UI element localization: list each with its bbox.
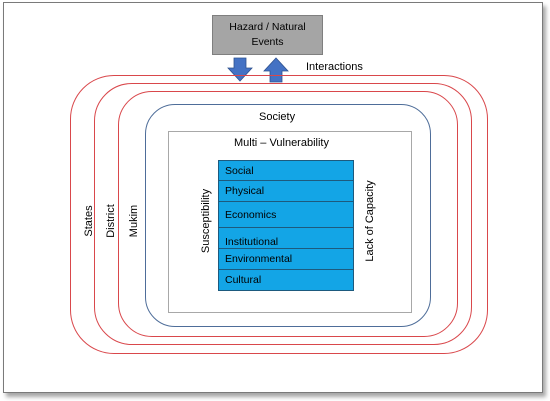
- down-arrow-icon: [227, 57, 253, 82]
- lack-of-capacity-label: Lack of Capacity: [364, 180, 376, 262]
- vulnerability-item-cultural: Cultural: [225, 274, 262, 286]
- society-ring: [145, 104, 431, 327]
- mukim-ring: [118, 91, 458, 337]
- states-ring: [70, 75, 488, 354]
- mukim-label: Mukim: [128, 204, 140, 238]
- multi-vulnerability-label: Multi – Vulnerability: [234, 137, 329, 149]
- vulnerability-stack: Social Physical Economics Institutional …: [218, 160, 354, 291]
- diagram-frame: Hazard / Natural Events Interactions Sta…: [3, 2, 543, 393]
- vulnerability-item-economics: Economics: [219, 202, 353, 228]
- district-ring: [94, 83, 472, 345]
- society-label: Society: [259, 111, 296, 123]
- interaction-arrows: [227, 57, 289, 83]
- hazard-label-line1: Hazard / Natural: [229, 21, 306, 33]
- multi-vulnerability-box: [168, 131, 412, 313]
- interactions-label: Interactions: [306, 61, 363, 73]
- hazard-label-line2: Events: [251, 36, 284, 48]
- hazard-box: Hazard / Natural Events: [212, 15, 323, 55]
- up-arrow-icon: [263, 57, 289, 83]
- vulnerability-item-social: Social: [219, 161, 353, 181]
- vulnerability-item-environmental: Environmental: [219, 249, 353, 270]
- district-label: District: [105, 204, 117, 238]
- vulnerability-item-physical: Physical: [219, 181, 353, 202]
- states-label: States: [83, 205, 95, 237]
- susceptibility-label: Susceptibility: [200, 188, 212, 254]
- vulnerability-item-institutional: Institutional: [219, 228, 353, 249]
